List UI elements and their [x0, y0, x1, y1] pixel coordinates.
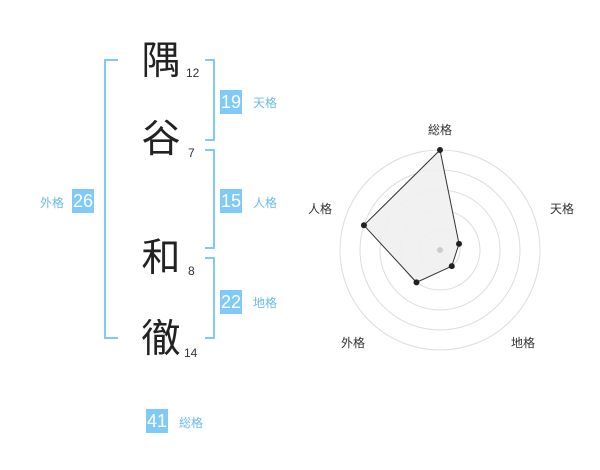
radar-label-gaikaku: 外格 [341, 336, 366, 350]
radar-point-4 [360, 222, 367, 229]
chikaku-label: 地格 [253, 296, 278, 310]
stroke-count-2: 7 [188, 146, 195, 160]
name-char-1: 隅 [141, 39, 181, 84]
name-char-3: 和 [141, 236, 181, 281]
radar-label-chikaku: 地格 [511, 336, 536, 350]
chikaku-value: 22 [220, 290, 243, 314]
radar-center-dot [437, 247, 443, 253]
radar-point-1 [456, 240, 463, 247]
name-char-2: 谷 [141, 117, 181, 162]
jinkaku-value: 15 [220, 189, 243, 213]
gaikaku-label: 外格 [40, 196, 65, 210]
soukaku-value: 41 [146, 409, 169, 433]
radar-label-jinkaku: 人格 [308, 202, 333, 216]
soukaku-label: 総格 [179, 416, 204, 430]
radar-point-2 [448, 263, 455, 270]
radar-label-tenkaku: 天格 [550, 202, 575, 216]
jinkaku-label: 人格 [253, 196, 278, 210]
radar-label-soukaku: 総格 [428, 123, 453, 137]
stroke-count-4: 14 [184, 346, 198, 360]
gaikaku-value: 26 [72, 189, 95, 213]
radar-polygon-group [363, 148, 460, 283]
name-char-4: 徹 [141, 317, 181, 362]
radar-points [360, 147, 463, 286]
radar-point-0 [437, 147, 443, 153]
radar-point-3 [413, 279, 420, 286]
radar-polygon [363, 148, 460, 283]
stroke-count-3: 8 [188, 264, 195, 278]
tenkaku-label: 天格 [253, 96, 278, 110]
stroke-count-1: 12 [186, 66, 200, 80]
tenkaku-value: 19 [220, 90, 243, 114]
